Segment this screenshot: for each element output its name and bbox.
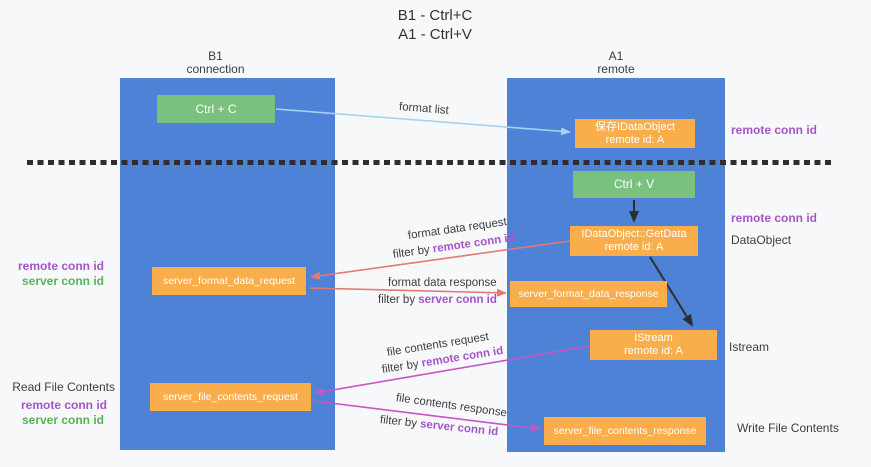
istream-line2: remote id: A <box>624 345 683 357</box>
phase-separator-dashed-line <box>27 160 833 165</box>
format-data-response-filter-label: filter by server conn id <box>378 293 497 307</box>
right-remote-conn-id-top-label: remote conn id <box>731 123 818 137</box>
lifeline-a1-name: A1 <box>608 49 624 63</box>
server-file-contents-request-label: server_file_contents_request <box>163 390 298 403</box>
lifeline-b1-role: connection <box>186 62 245 76</box>
saved-idataobject-box: 保存IDataObject remote id: A <box>575 119 695 148</box>
idataobject-getdata-line2: remote id: A <box>604 241 664 253</box>
left-server-conn-id-bottom-label: server conn id <box>21 413 104 427</box>
server-format-data-response-label: server_format_data_response <box>518 287 659 300</box>
saved-idataobject-line1: 保存IDataObject <box>594 120 676 133</box>
dataobject-label: DataObject <box>731 233 792 247</box>
ctrl-v-label: Ctrl + V <box>613 177 655 191</box>
istream-line1: IStream <box>634 332 673 344</box>
filter-by-text: filter by <box>378 294 419 306</box>
server-conn-id-text: server conn id <box>418 294 497 306</box>
ctrl-c-box: Ctrl + C <box>157 95 275 123</box>
server-format-data-request-box: server_format_data_request <box>152 267 306 295</box>
lifeline-a1-role: remote <box>597 62 635 76</box>
ctrl-v-box: Ctrl + V <box>573 171 695 198</box>
lifeline-header-b1: B1 connection <box>108 50 323 76</box>
file-contents-request-arrow <box>314 345 591 396</box>
idataobject-getdata-line1: IDataObject::GetData <box>581 228 687 240</box>
server-format-data-request-label: server_format_data_request <box>163 274 295 287</box>
format-data-response-label: format data response <box>388 277 497 289</box>
server-file-contents-response-label: server_file_contents_response <box>553 424 697 437</box>
istream-box: IStream remote id: A <box>590 330 717 360</box>
diagram-title: B1 - Ctrl+C A1 - Ctrl+V <box>330 6 540 44</box>
file-contents-response-arrow <box>313 400 541 432</box>
left-remote-conn-id-bottom-label: remote conn id <box>20 398 107 412</box>
lifeline-b1-name: B1 <box>208 49 223 63</box>
lifeline-header-a1: A1 remote <box>507 50 725 76</box>
title-line-1: B1 - Ctrl+C <box>397 7 473 24</box>
server-file-contents-response-box: server_file_contents_response <box>544 417 706 445</box>
format-list-arrow <box>275 108 571 136</box>
format-data-response-arrow <box>309 287 507 297</box>
left-remote-conn-id-top-label: remote conn id <box>17 259 104 273</box>
write-file-contents-label: Write File Contents <box>737 421 839 435</box>
getdata-to-istream-arrow <box>649 256 694 327</box>
title-line-2: A1 - Ctrl+V <box>398 26 472 43</box>
ctrl-c-label: Ctrl + C <box>195 101 237 116</box>
left-server-conn-id-top-label: server conn id <box>21 274 104 288</box>
server-file-contents-request-box: server_file_contents_request <box>150 383 311 411</box>
format-data-request-arrow <box>310 240 571 280</box>
idataobject-getdata-box: IDataObject::GetData remote id: A <box>570 226 698 256</box>
saved-idataobject-line2: remote id: A <box>605 133 665 146</box>
istream-side-label: Istream <box>729 340 770 354</box>
server-format-data-response-box: server_format_data_response <box>510 281 667 307</box>
read-file-contents-label: Read File Contents <box>12 380 115 394</box>
right-remote-conn-id-mid-label: remote conn id <box>731 211 818 225</box>
